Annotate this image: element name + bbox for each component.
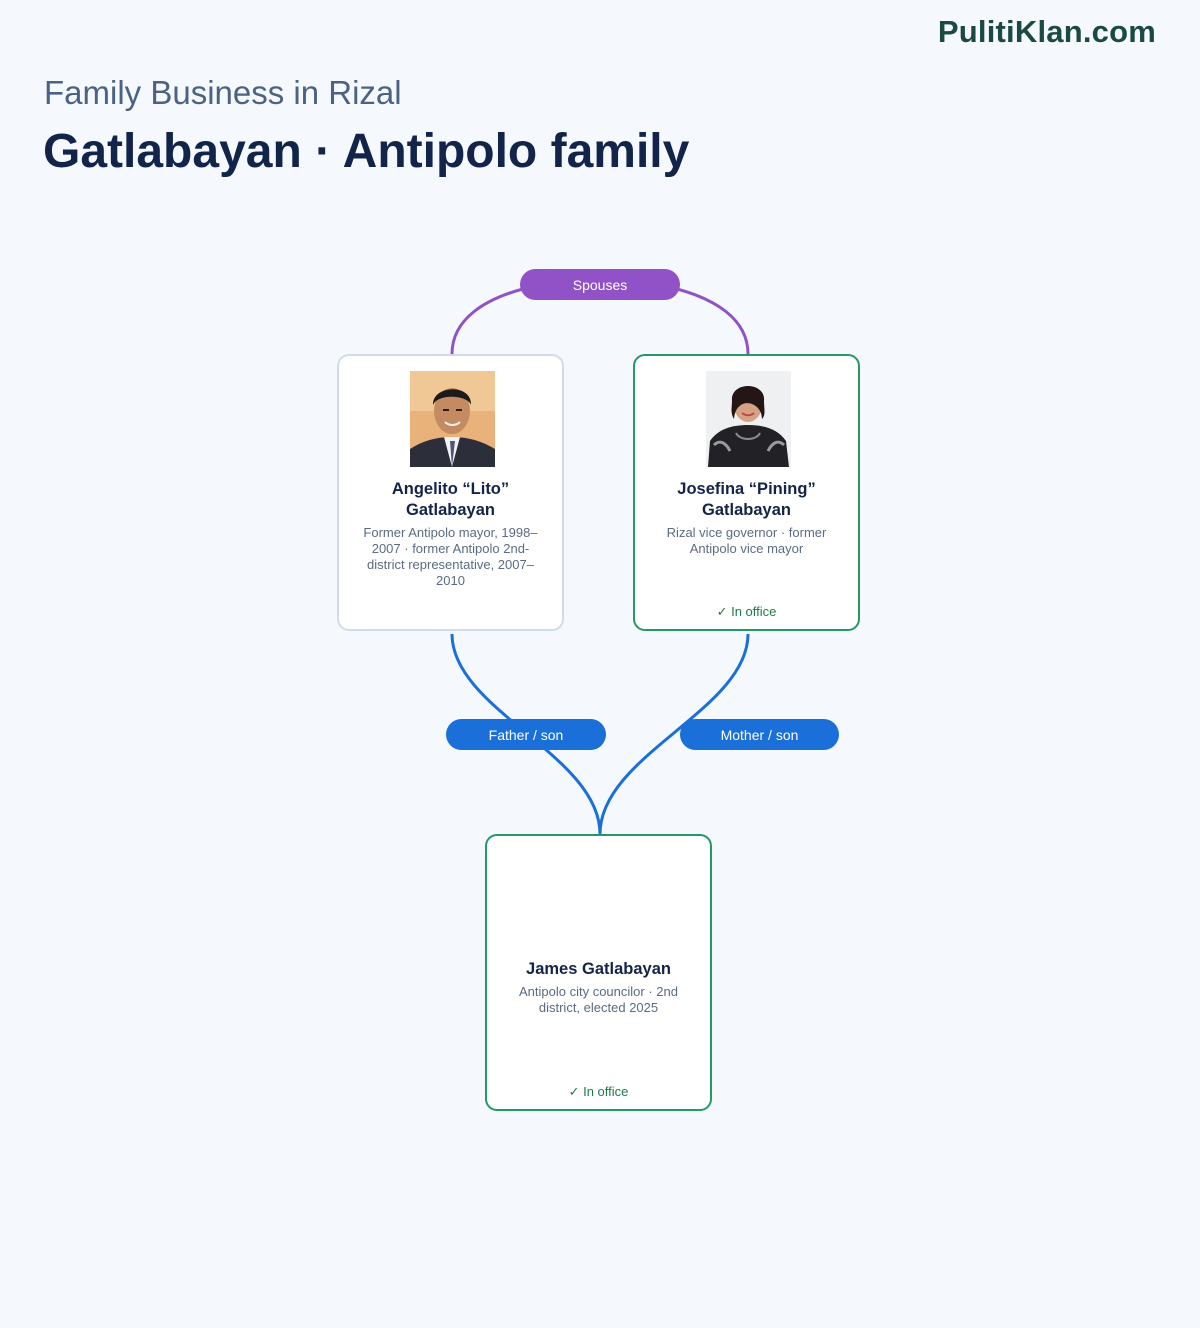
person-name: James Gatlabayan [526,960,671,978]
brand-logo[interactable]: PulitiKlan.com [937,14,1156,49]
mother-son-relation-label: Mother / son [680,719,839,750]
page-subtitle: Family Business in Rizal [44,74,402,111]
person-card-james[interactable]: James Gatlabayan Antipolo city councilor… [485,834,712,1111]
person-description: Former Antipolo mayor, 1998–2007 · forme… [363,525,538,588]
spouses-relation-label: Spouses [520,269,680,300]
person-description: Antipolo city councilor · 2nd district, … [519,984,678,1015]
portrait-photo-lito [410,371,495,467]
person-name: Josefina “Pining” Gatlabayan [677,480,816,519]
in-office-status: ✓ In office [568,1084,629,1099]
mother-son-link [598,633,750,835]
father-son-relation-label: Father / son [446,719,606,750]
page-title: Gatlabayan · Antipolo family [43,125,690,178]
person-name: Angelito “Lito” Gatlabayan [391,480,510,519]
portrait-photo-pining [706,371,791,467]
person-description: Rizal vice governor · former Antipolo vi… [666,525,827,556]
in-office-status: ✓ In office [716,604,777,619]
person-card-pining[interactable]: Josefina “Pining” Gatlabayan Rizal vice … [633,354,860,631]
person-card-lito[interactable]: Angelito “Lito” Gatlabayan Former Antipo… [337,354,564,631]
